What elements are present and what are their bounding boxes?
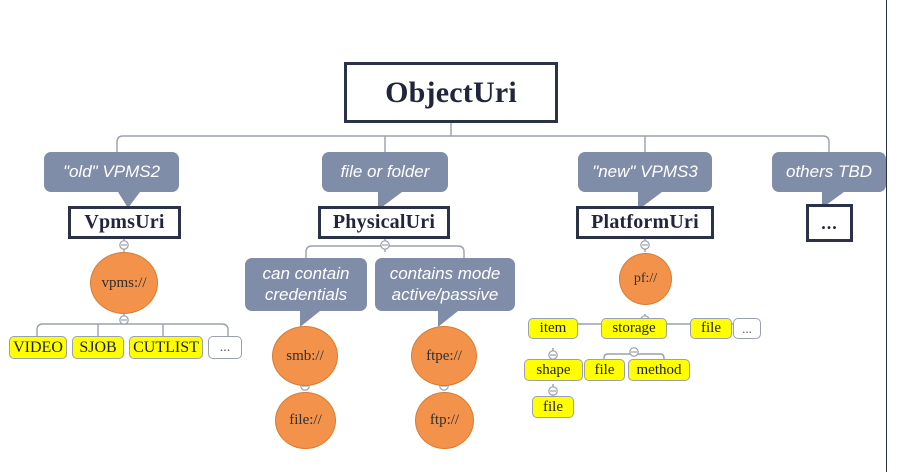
note-label: others TBD bbox=[786, 161, 872, 181]
note-label: "old" VPMS2 bbox=[62, 161, 161, 181]
scheme-label: ftpe:// bbox=[426, 347, 462, 364]
note-file-or-folder[interactable]: file or folder bbox=[322, 152, 448, 192]
note-line-2: credentials bbox=[264, 284, 348, 304]
class-box-vpmsuri[interactable]: VpmsUri bbox=[68, 206, 181, 239]
leaf-label: SJOB bbox=[79, 338, 117, 356]
leaf-more-platform[interactable]: ... bbox=[733, 318, 761, 339]
note-line-1: contains mode bbox=[389, 264, 501, 284]
scheme-label: ftp:// bbox=[429, 412, 460, 428]
scheme-label: vpms:// bbox=[101, 274, 147, 291]
class-box-others[interactable]: ... bbox=[806, 204, 853, 242]
leaf-label: VIDEO bbox=[13, 338, 63, 356]
scheme-label: smb:// bbox=[286, 347, 324, 364]
leaf-label: file bbox=[701, 320, 721, 336]
class-box-physicaluri[interactable]: PhysicalUri bbox=[318, 206, 450, 239]
scheme-ftp[interactable]: ftp:// bbox=[415, 392, 474, 449]
note-can-contain-credentials[interactable]: can contain credentials bbox=[245, 258, 367, 311]
leaf-label: method bbox=[636, 361, 682, 378]
leaf-label: CUTLIST bbox=[133, 338, 199, 356]
note-old-vpms2[interactable]: "old" VPMS2 bbox=[44, 152, 179, 192]
class-label: PlatformUri bbox=[591, 211, 699, 233]
scheme-vpms[interactable]: vpms:// bbox=[90, 252, 158, 314]
scheme-label: file:// bbox=[289, 412, 322, 428]
scheme-smb[interactable]: smb:// bbox=[272, 326, 338, 386]
class-label: PhysicalUri bbox=[332, 211, 436, 233]
note-new-vpms3[interactable]: "new" VPMS3 bbox=[578, 152, 712, 192]
note-line-1: can contain bbox=[262, 264, 350, 284]
leaf-label: ... bbox=[742, 320, 752, 336]
note-line-2: active/passive bbox=[391, 284, 499, 304]
leaf-label: file bbox=[594, 361, 615, 378]
scheme-file[interactable]: file:// bbox=[275, 392, 336, 449]
leaf-label: file bbox=[543, 398, 563, 415]
leaf-video[interactable]: VIDEO bbox=[9, 336, 67, 359]
class-label: VpmsUri bbox=[84, 211, 165, 233]
leaf-more-vpms[interactable]: ... bbox=[208, 336, 242, 359]
leaf-label: item bbox=[539, 320, 567, 336]
leaf-storage[interactable]: storage bbox=[601, 318, 667, 339]
class-box-platformuri[interactable]: PlatformUri bbox=[576, 206, 714, 239]
note-others-tbd[interactable]: others TBD bbox=[772, 152, 886, 192]
note-label: file or folder bbox=[340, 161, 430, 181]
leaf-shape[interactable]: shape bbox=[524, 359, 583, 381]
leaf-file-under-storage[interactable]: file bbox=[584, 359, 625, 381]
class-box-objecturi[interactable]: ObjectUri bbox=[344, 62, 558, 123]
leaf-label: ... bbox=[219, 339, 231, 355]
note-label: "new" VPMS3 bbox=[592, 161, 698, 181]
scheme-pf[interactable]: pf:// bbox=[619, 253, 672, 305]
leaf-cutlist[interactable]: CUTLIST bbox=[129, 336, 203, 359]
leaf-label: storage bbox=[612, 320, 656, 336]
right-edge-divider bbox=[886, 0, 887, 472]
note-contains-mode[interactable]: contains mode active/passive bbox=[375, 258, 515, 311]
leaf-sjob[interactable]: SJOB bbox=[72, 336, 124, 359]
leaf-file-platform[interactable]: file bbox=[690, 318, 732, 339]
leaf-label: shape bbox=[536, 361, 571, 378]
scheme-ftpe[interactable]: ftpe:// bbox=[411, 326, 477, 386]
leaf-item[interactable]: item bbox=[528, 318, 578, 339]
class-label: ObjectUri bbox=[385, 75, 517, 109]
leaf-file-under-shape[interactable]: file bbox=[532, 396, 574, 418]
leaf-method[interactable]: method bbox=[628, 359, 690, 381]
scheme-label: pf:// bbox=[633, 271, 658, 286]
class-label: ... bbox=[821, 212, 838, 233]
